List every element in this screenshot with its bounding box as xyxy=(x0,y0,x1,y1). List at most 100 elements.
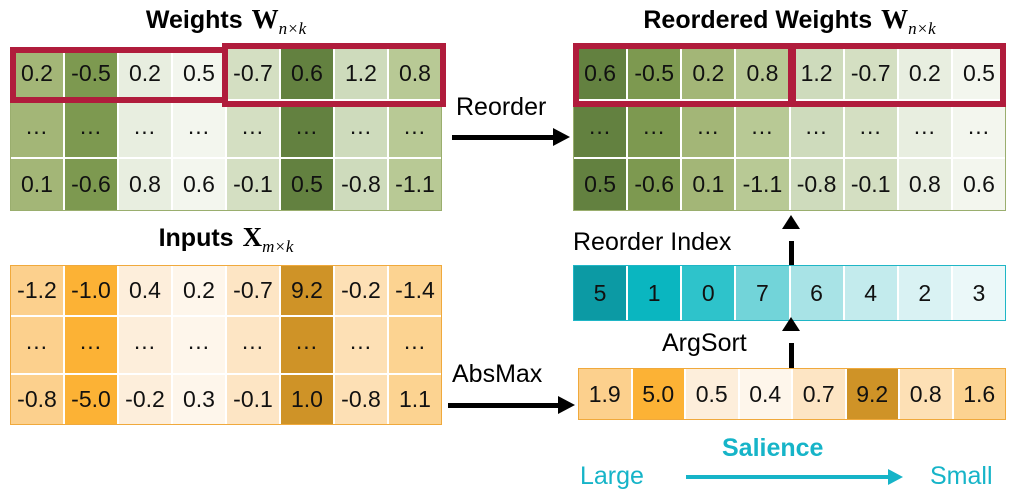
reordered-weights-cell: ... xyxy=(790,100,845,160)
salience-large-label: Large xyxy=(580,462,644,490)
weights-cell: 0.1 xyxy=(11,159,65,211)
absmax-cell: 1.9 xyxy=(579,369,633,419)
reordered-weights-cell: ... xyxy=(898,100,953,160)
reordered-weights-cell: -0.5 xyxy=(628,48,683,101)
inputs-matrix-symbol: X xyxy=(242,222,263,252)
reorder-index-cell: 4 xyxy=(844,266,899,320)
inputs-cell: ... xyxy=(227,317,281,375)
weights-title-text: Weights xyxy=(145,6,243,34)
inputs-cell: -0.8 xyxy=(335,374,389,424)
inputs-cell: -0.2 xyxy=(335,266,389,318)
inputs-cell: -1.2 xyxy=(11,266,65,318)
inputs-cell: 0.3 xyxy=(173,374,227,424)
weights-cell: ... xyxy=(281,100,335,160)
inputs-cell: ... xyxy=(65,317,119,375)
weights-cell: -0.7 xyxy=(227,48,281,101)
reorder-index-cell: 6 xyxy=(790,266,845,320)
inputs-cell: ... xyxy=(281,317,335,375)
reordered-weights-cell: ... xyxy=(682,100,737,160)
absmax-cell: 0.7 xyxy=(793,369,847,419)
reordered-weights-cell: 0.6 xyxy=(952,159,1005,211)
weights-cell: 0.5 xyxy=(173,48,227,101)
absmax-cell: 5.0 xyxy=(632,369,686,419)
weights-cell: 0.6 xyxy=(281,48,335,101)
weights-cell: -0.6 xyxy=(65,159,119,211)
weights-cell: 1.2 xyxy=(335,48,389,101)
inputs-cell: ... xyxy=(389,317,441,375)
weights-cell: ... xyxy=(227,100,281,160)
weights-cell: -0.5 xyxy=(65,48,119,101)
reordered-matrix-symbol: W xyxy=(881,4,909,34)
inputs-cell: 0.2 xyxy=(173,266,227,318)
reordered-weights-cell: 0.6 xyxy=(574,48,629,101)
inputs-cell: ... xyxy=(173,317,227,375)
weights-cell: ... xyxy=(389,100,441,160)
weights-cell: 0.5 xyxy=(281,159,335,211)
inputs-matrix-subscript: m×k xyxy=(262,237,294,256)
weights-cell: ... xyxy=(119,100,173,160)
reorder-index-cell: 0 xyxy=(682,266,737,320)
absmax-cell: 1.6 xyxy=(953,369,1005,419)
weights-cell: -1.1 xyxy=(389,159,441,211)
reordered-weights-cell: ... xyxy=(574,100,629,160)
weights-cell: -0.1 xyxy=(227,159,281,211)
inputs-cell: -0.7 xyxy=(227,266,281,318)
inputs-cell: ... xyxy=(11,317,65,375)
reordered-weights-cell: 0.2 xyxy=(898,48,953,101)
reordered-weights-cell: -0.6 xyxy=(628,159,683,211)
inputs-cell: -0.1 xyxy=(227,374,281,424)
weights-cell: 0.6 xyxy=(173,159,227,211)
weights-cell: ... xyxy=(173,100,227,160)
reorder-index-cell: 3 xyxy=(952,266,1005,320)
inputs-cell: -1.0 xyxy=(65,266,119,318)
inputs-cell: -5.0 xyxy=(65,374,119,424)
absmax-cell: 0.5 xyxy=(686,369,740,419)
inputs-cell: 0.4 xyxy=(119,266,173,318)
reorder-index-cell: 5 xyxy=(574,266,629,320)
reorder-index-cell: 7 xyxy=(736,266,791,320)
inputs-cell: -1.4 xyxy=(389,266,441,318)
reordered-weights-cell: ... xyxy=(736,100,791,160)
weights-cell: -0.8 xyxy=(335,159,389,211)
weights-cell: ... xyxy=(11,100,65,160)
reordered-weights-row: ........................ xyxy=(574,100,1005,160)
weights-matrix-subscript: n×k xyxy=(278,19,307,38)
weights-cell: 0.8 xyxy=(119,159,173,211)
absmax-cell: 0.4 xyxy=(739,369,793,419)
reordered-weights-cell: 0.5 xyxy=(952,48,1005,101)
absmax-cell: 0.8 xyxy=(900,369,954,419)
reordered-weights-cell: ... xyxy=(628,100,683,160)
absmax-cell: 9.2 xyxy=(846,369,900,419)
absmax-label: AbsMax xyxy=(452,360,543,388)
reordered-weights-cell: -0.7 xyxy=(844,48,899,101)
inputs-cell: -0.2 xyxy=(119,374,173,424)
reordered-weights-cell: 0.5 xyxy=(574,159,629,211)
inputs-cell: ... xyxy=(335,317,389,375)
reordered-weights-title-text: Reordered Weights xyxy=(643,6,873,34)
argsort-label: ArgSort xyxy=(662,329,747,357)
salience-small-label: Small xyxy=(930,462,993,490)
reordered-weights-cell: -0.8 xyxy=(790,159,845,211)
reorder-index-cell: 2 xyxy=(898,266,953,320)
inputs-cell: 9.2 xyxy=(281,266,335,318)
weights-row: ........................ xyxy=(11,100,441,160)
reordered-weights-cell: -0.1 xyxy=(844,159,899,211)
reordered-weights-cell: ... xyxy=(952,100,1005,160)
weights-cell: ... xyxy=(335,100,389,160)
reordered-weights-cell: 0.1 xyxy=(682,159,737,211)
inputs-title-text: Inputs xyxy=(158,224,234,252)
inputs-cell: 1.0 xyxy=(281,374,335,424)
